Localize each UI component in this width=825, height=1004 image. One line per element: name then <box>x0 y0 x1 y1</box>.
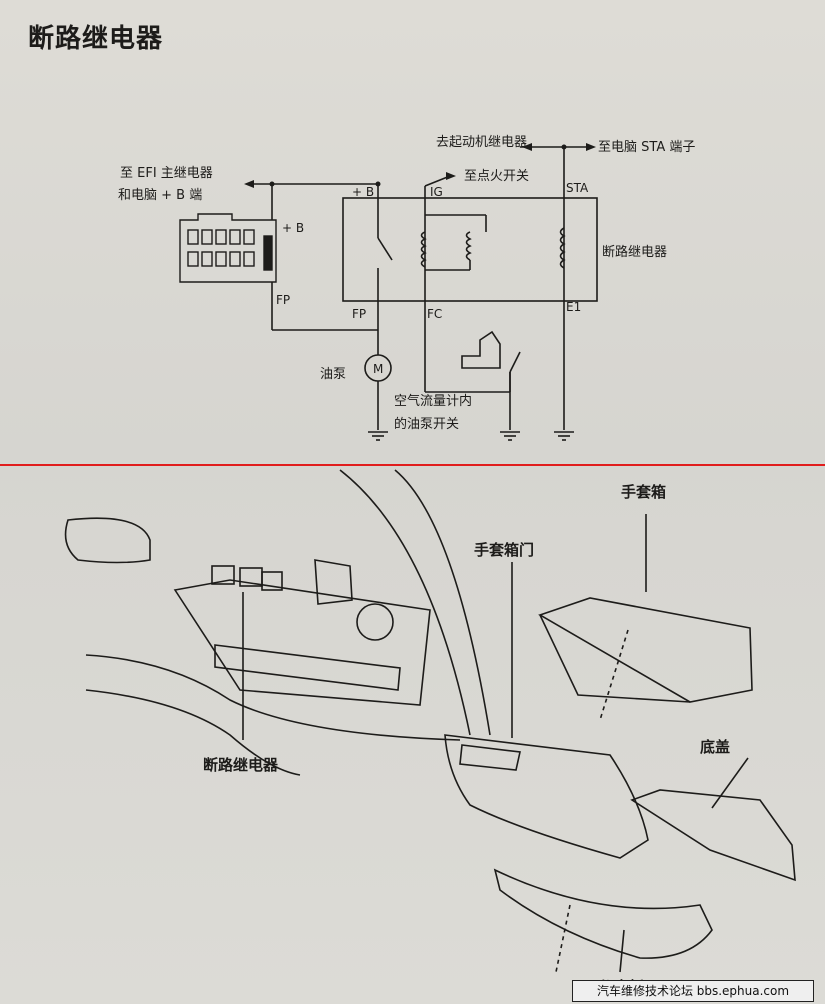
terminal-fc: FC <box>427 307 442 321</box>
forum-watermark: 汽车维修技术论坛 bbs.ephua.com <box>572 980 814 1002</box>
arrow-icons <box>244 143 596 188</box>
label-to-starter: 去起动机继电器 <box>436 135 527 150</box>
label-fuel-pump: 油泵 <box>320 367 346 382</box>
terminal-sta: STA <box>566 181 589 195</box>
label-to-efi: 至 EFI 主继电器 <box>120 166 213 181</box>
terminal-fp-conn: FP <box>276 293 290 307</box>
label-to-ecu-sta: 至电脑 STA 端子 <box>598 140 695 155</box>
terminal-plus-b-conn: + B <box>282 221 304 235</box>
page-title: 断路继电器 <box>28 24 164 54</box>
terminal-ig: IG <box>430 185 443 199</box>
terminal-fp: FP <box>352 307 366 321</box>
relay-box <box>342 197 598 302</box>
terminal-plus-b-top: + B <box>352 185 374 199</box>
connector-icon <box>179 213 277 283</box>
label-afm-1: 空气流量计内 <box>394 393 472 409</box>
section-divider <box>0 464 825 466</box>
label-to-ecu-b: 和电脑 + B 端 <box>118 188 202 203</box>
label-to-ignition: 至点火开关 <box>464 169 529 184</box>
ground-symbols <box>368 431 574 441</box>
label-relay-name: 断路继电器 <box>602 244 667 260</box>
motor-letter: M <box>373 362 383 376</box>
circuit-diagram: 至 EFI 主继电器 和电脑 + B 端 去起动机继电器 至电脑 STA 端子 … <box>118 135 695 441</box>
label-afm-2: 的油泵开关 <box>394 416 459 432</box>
terminal-e1: E1 <box>566 300 581 314</box>
